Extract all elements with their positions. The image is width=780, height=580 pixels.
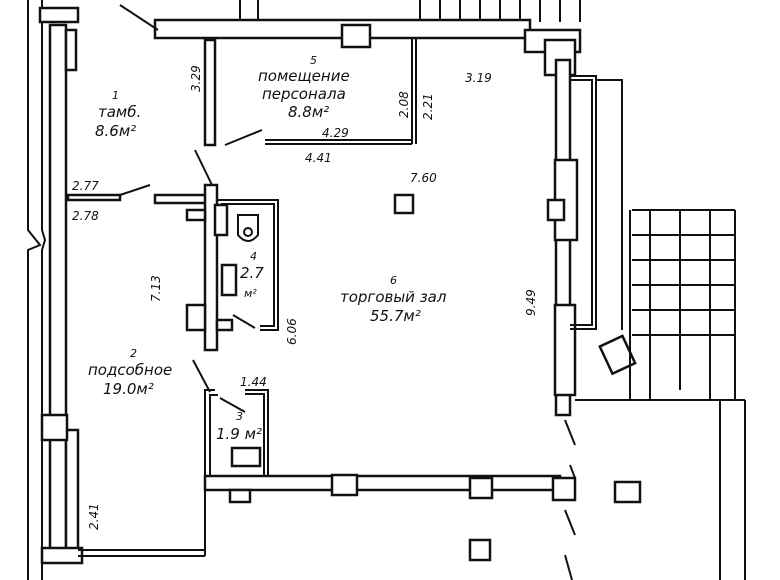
dim-4-41: 4.41 [305, 151, 332, 165]
room-4-unit: м² [244, 287, 257, 300]
dim-2-77: 2.77 [72, 179, 99, 193]
dim-2-78: 2.78 [72, 209, 99, 223]
dim-3-29: 3.29 [189, 65, 203, 92]
room-2-number: 2 [130, 347, 137, 360]
right-stairs [570, 75, 746, 580]
room-3-area: 1.9 м² [216, 425, 262, 443]
dim-2-41: 2.41 [87, 503, 101, 530]
room-4-area: 2.7 [240, 264, 264, 282]
dim-1-44: 1.44 [240, 375, 267, 389]
room-4-number: 4 [250, 250, 257, 263]
dim-6-06: 6.06 [285, 318, 299, 345]
room-1-number: 1 [112, 89, 119, 102]
room-6-name: торговый зал [340, 288, 447, 306]
dim-4-29: 4.29 [322, 126, 349, 140]
exterior-left [27, 0, 80, 580]
room-5-number: 5 [310, 54, 317, 67]
dim-7-60: 7.60 [410, 171, 437, 185]
room-5-name2: персонала [262, 85, 346, 103]
top-stairs [239, 0, 581, 22]
room-6-number: 6 [390, 274, 397, 287]
room-2-area: 19.0м² [103, 380, 154, 398]
doors [119, 4, 576, 580]
dim-9-49: 9.49 [524, 289, 538, 316]
room-3-number: 3 [236, 410, 243, 423]
room-5-name: помещение [258, 67, 350, 85]
room-6-area: 55.7м² [370, 307, 421, 325]
room-1-area: 8.6м² [95, 122, 136, 140]
dim-7-13: 7.13 [149, 275, 163, 302]
room-1-name: тамб. [98, 103, 141, 121]
dim-3-19: 3.19 [465, 71, 492, 85]
room-5-area: 8.8м² [288, 103, 329, 121]
dim-2-21: 2.21 [421, 93, 435, 120]
room-2-name: подсобное [88, 361, 172, 379]
dim-2-08: 2.08 [397, 91, 411, 118]
walls [40, 18, 642, 565]
